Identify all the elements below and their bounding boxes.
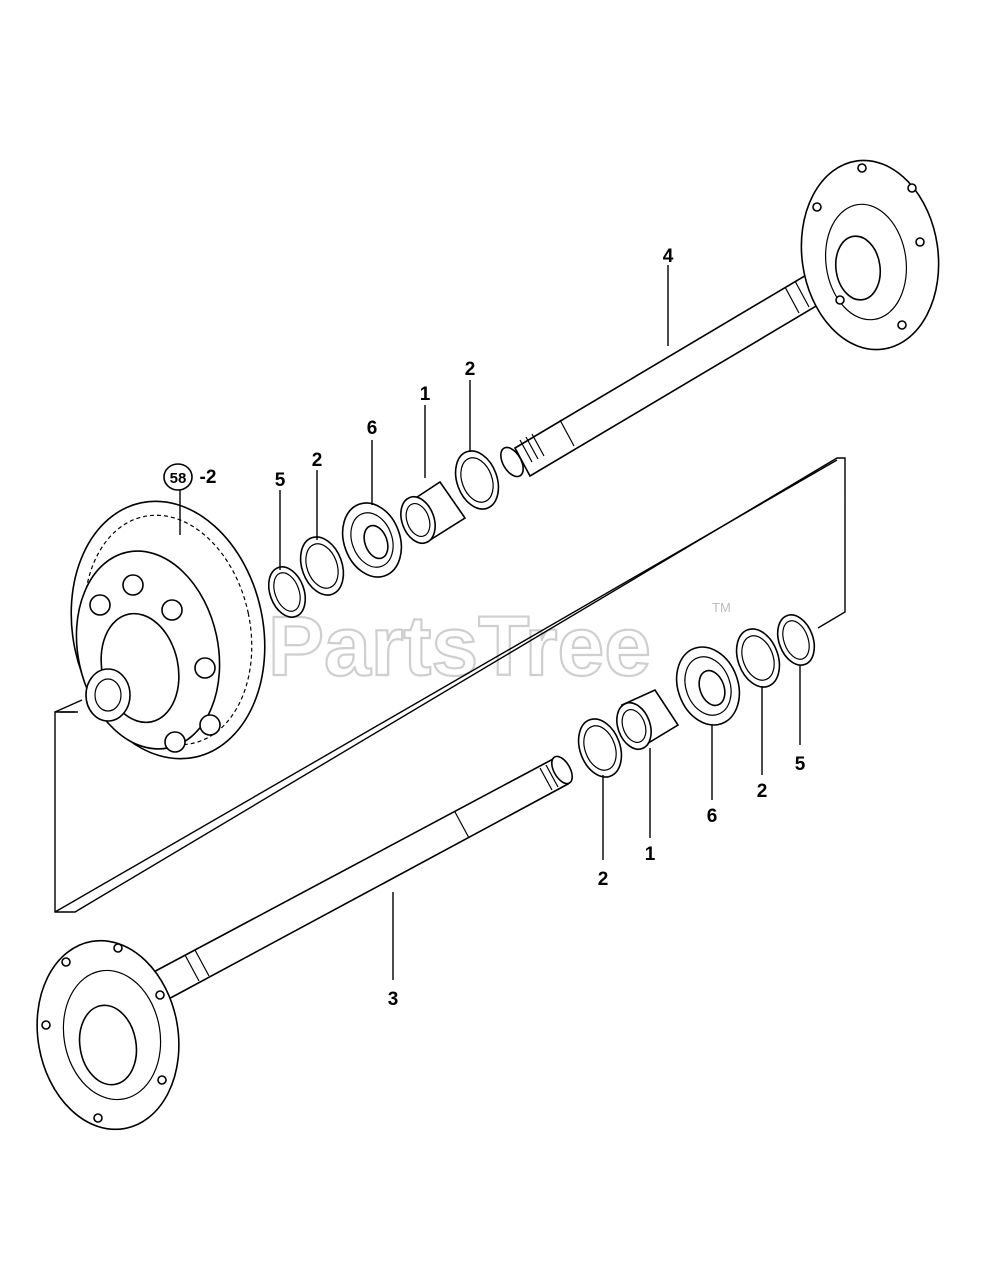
callout-lower-snap-ring: 5 bbox=[795, 754, 806, 775]
callout-axle-lower: 3 bbox=[388, 989, 399, 1010]
ref-callout-58: 58 -2 bbox=[163, 463, 217, 491]
snap-ring-upper[interactable] bbox=[262, 562, 312, 622]
washer-lower-a[interactable] bbox=[571, 713, 629, 783]
collar-upper[interactable] bbox=[395, 480, 467, 548]
washer-upper-a[interactable] bbox=[293, 531, 351, 601]
watermark-tm: TM bbox=[712, 600, 731, 615]
ref-suffix-label: -2 bbox=[200, 467, 217, 488]
assembly-bracket bbox=[54, 457, 846, 913]
callout-upper-collar: 1 bbox=[420, 384, 431, 405]
callout-upper-washer-a: 2 bbox=[312, 450, 323, 471]
collar-lower[interactable] bbox=[611, 688, 680, 754]
leader-lines bbox=[179, 265, 801, 980]
callout-lower-washer-b: 2 bbox=[757, 781, 768, 802]
bearing-lower[interactable] bbox=[666, 638, 750, 734]
differential-gear-assembly[interactable] bbox=[48, 483, 288, 777]
axle-lower[interactable] bbox=[23, 753, 577, 1141]
washer-upper-b[interactable] bbox=[448, 445, 506, 515]
callout-lower-washer-a: 2 bbox=[598, 869, 609, 890]
callout-upper-snap-ring: 5 bbox=[275, 470, 286, 491]
callout-lower-collar: 1 bbox=[645, 844, 656, 865]
callout-lower-bearing: 6 bbox=[707, 806, 718, 827]
snap-ring-lower[interactable] bbox=[771, 610, 821, 670]
callout-upper-washer-b: 2 bbox=[465, 359, 476, 380]
axle-upper[interactable] bbox=[496, 151, 950, 480]
bearing-upper[interactable] bbox=[333, 495, 412, 586]
callout-upper-bearing: 6 bbox=[367, 418, 378, 439]
callout-axle-upper: 4 bbox=[663, 246, 674, 267]
ref-circle-label: 58 bbox=[170, 470, 187, 487]
washer-lower-b[interactable] bbox=[729, 623, 787, 693]
